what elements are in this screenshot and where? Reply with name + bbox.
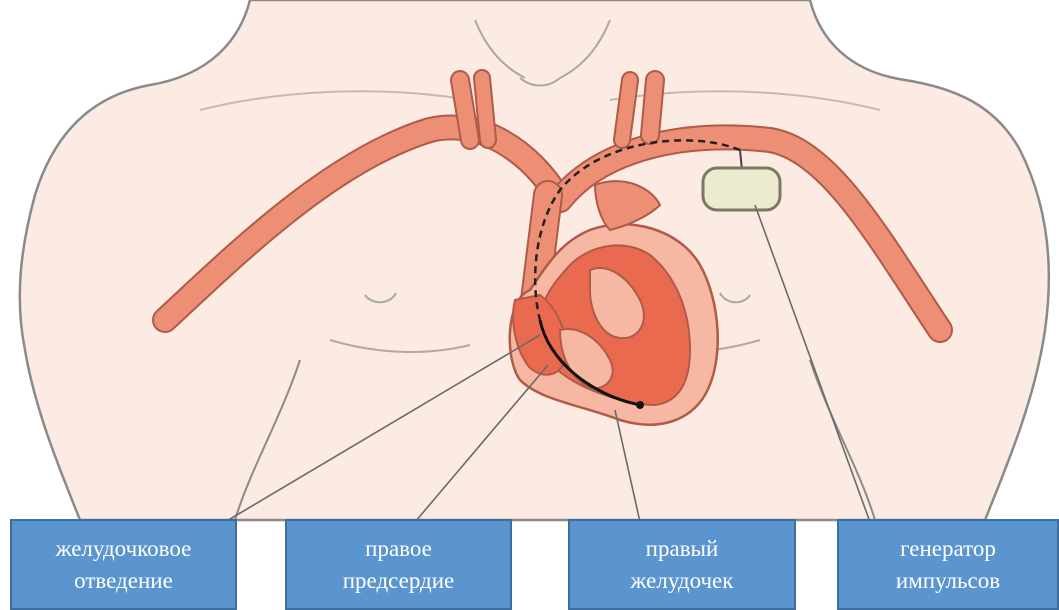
label-line: отведение <box>56 565 192 597</box>
label-line: правое <box>343 533 455 565</box>
label-line: желудочковое <box>56 533 192 565</box>
label-line: генератор <box>896 533 1000 565</box>
label-line: импульсов <box>896 565 1000 597</box>
label-line: желудочек <box>631 565 734 597</box>
label-line: предсердие <box>343 565 455 597</box>
lead-tip <box>636 401 644 409</box>
pulse-generator-device <box>703 168 780 210</box>
label-line: правый <box>631 533 734 565</box>
